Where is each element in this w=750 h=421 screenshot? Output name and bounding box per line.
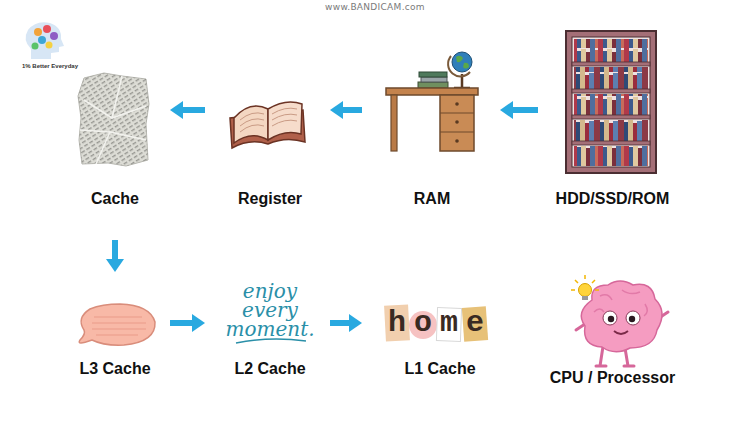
- flow-arrow: [330, 101, 362, 119]
- logo-icon-part: [46, 42, 53, 49]
- node-caption: Register: [192, 189, 348, 208]
- desk-illustration-part: [456, 56, 469, 69]
- brain-character-illustration-part: [603, 311, 617, 325]
- cutout-letters-text: home: [388, 306, 492, 340]
- open-book-illustration-part: [240, 108, 297, 132]
- desk-illustration: [386, 52, 478, 151]
- brain-character-illustration-part: [594, 290, 647, 316]
- logo-icon-part: [34, 28, 42, 36]
- desk-illustration-part: [418, 82, 448, 88]
- arrow-shaft: [170, 320, 193, 326]
- node-caption: L3 Cache: [45, 359, 185, 378]
- bookshelf-illustration-part: [572, 37, 650, 167]
- l3-cache-node: L3 Cache: [65, 290, 165, 380]
- arrow-shaft: [112, 240, 118, 260]
- arrow-shaft: [512, 107, 538, 113]
- speech-bubble-illustration-part: [92, 317, 146, 335]
- flow-arrow: [330, 314, 362, 332]
- speech-bubble-illustration: [79, 304, 155, 345]
- node-caption: Cache: [45, 189, 185, 208]
- node-caption: L2 Cache: [192, 359, 348, 378]
- open-book-illustration: [230, 102, 305, 148]
- bookshelf-illustration-part: [572, 89, 650, 93]
- cache-node: Cache: [65, 70, 165, 212]
- logo-icon-part: [32, 43, 39, 50]
- node-caption: RAM: [352, 189, 512, 208]
- desk-illustration-part: [455, 120, 459, 124]
- node-caption: L1 Cache: [355, 359, 525, 378]
- bookshelf-illustration-part: [574, 146, 648, 166]
- open-book-illustration-part: [234, 106, 268, 143]
- desk-illustration-part: [421, 77, 447, 82]
- bookshelf-illustration: [566, 31, 656, 173]
- bookshelf-illustration-part: [574, 67, 648, 89]
- bookshelf-illustration-part: [574, 94, 648, 115]
- brain-character-illustration-part: [614, 331, 628, 334]
- arrow-shaft: [182, 107, 205, 113]
- crumpled-paper-illustration-part: [78, 73, 149, 166]
- lettering-swash-part: [236, 339, 306, 343]
- brain-character-illustration-part: [571, 275, 599, 290]
- lettering-swash: [236, 339, 306, 343]
- storage-node: HDD/SSD/ROM: [535, 25, 690, 212]
- flow-arrow: [106, 240, 124, 272]
- desk-illustration-part: [455, 102, 459, 106]
- bookshelf-illustration-part: [572, 62, 650, 66]
- logo-icon-part: [43, 25, 51, 33]
- ram-node: RAM: [372, 40, 492, 212]
- desk-illustration-part: [455, 139, 459, 143]
- watermark-text: www.BANDICAM.com: [0, 2, 750, 12]
- arrow-head: [330, 101, 343, 119]
- crumpled-paper-illustration-part: [80, 76, 146, 164]
- bookshelf-illustration-part: [572, 141, 650, 145]
- arrow-shaft: [342, 107, 362, 113]
- arrow-head: [106, 259, 124, 272]
- node-caption: CPU / Processor: [525, 368, 700, 387]
- speech-bubble-illustration-part: [79, 304, 155, 345]
- lettering-text: enjoy every moment.: [218, 282, 322, 339]
- bookshelf-illustration-part: [566, 31, 656, 173]
- desk-illustration-part: [440, 113, 474, 132]
- arrow-head: [192, 314, 205, 332]
- flow-arrow: [170, 101, 205, 119]
- node-caption: HDD/SSD/ROM: [515, 189, 710, 208]
- desk-illustration-part: [419, 72, 447, 77]
- logo-icon: [26, 22, 64, 59]
- brain-character-illustration-part: [629, 316, 635, 322]
- brain-character-illustration-part: [581, 281, 662, 352]
- register-node: Register: [212, 85, 328, 212]
- logo-icon-part: [50, 32, 58, 40]
- arrow-head: [349, 314, 362, 332]
- bookshelf-illustration-part: [574, 39, 648, 62]
- brain-character-illustration-part: [626, 311, 640, 325]
- brain-character-illustration-part: [582, 296, 588, 300]
- desk-illustration-part: [452, 52, 472, 72]
- desk-illustration-part: [391, 95, 397, 151]
- flow-arrow: [170, 314, 205, 332]
- crumpled-paper-illustration: [78, 73, 149, 166]
- bookshelf-illustration-part: [572, 115, 650, 119]
- desk-illustration-part: [440, 95, 474, 151]
- bookshelf-illustration-part: [574, 120, 648, 141]
- arrow-shaft: [330, 320, 350, 326]
- logo-text: 1% Better Everyday: [14, 63, 86, 69]
- brain-character-illustration-part: [579, 284, 592, 297]
- brain-character-illustration-part: [608, 316, 614, 322]
- logo-icon-part: [38, 36, 46, 44]
- crumpled-paper-illustration-part: [78, 73, 149, 166]
- arrow-head: [500, 101, 513, 119]
- cpu-node: CPU / Processor: [545, 272, 680, 390]
- logo-icon-part: [26, 22, 64, 59]
- brain-character-illustration: [571, 275, 668, 366]
- desk-illustration-part: [386, 88, 478, 95]
- l2-cache-node: enjoy every moment.L2 Cache: [212, 280, 328, 380]
- l1-cache-node: homeL1 Cache: [375, 300, 505, 380]
- arrow-head: [170, 101, 183, 119]
- flow-arrow: [500, 101, 538, 119]
